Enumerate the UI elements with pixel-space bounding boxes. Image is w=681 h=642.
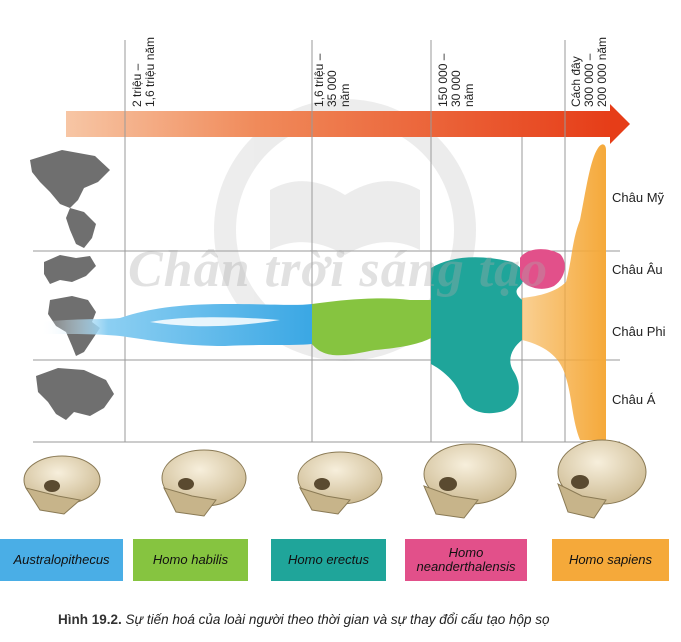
band-homo-habilis [312,298,431,356]
caption-text: Sự tiến hoá của loài người theo thời gia… [125,612,550,627]
species-homo-erectus: Homo erectus [271,539,386,581]
species-homo-habilis: Homo habilis [133,539,248,581]
map-europe-icon [44,255,96,284]
map-asia-icon [36,368,114,420]
band-homo-sapiens [522,144,606,440]
species-homo-neanderthalensis: Homo neanderthalensis [405,539,527,581]
region-label-americas: Châu Mỹ [612,190,665,205]
timeline-arrow [66,104,630,144]
map-americas-icon [30,150,110,248]
period-label-3: 150 000 – 30 000 năm [436,53,476,107]
species-australopithecus: Australopithecus [0,539,123,581]
watermark-text: Chân trời sáng tạo [128,241,549,298]
caption-number: Hình 19.2. [58,612,122,627]
skull-homo-neanderthalensis-icon [423,443,517,519]
region-label-europe: Châu Âu [612,262,663,277]
grid [33,40,620,443]
figure-caption: Hình 19.2. Sự tiến hoá của loài người th… [58,612,550,627]
skull-australopithecus-icon [23,455,101,515]
region-label-africa: Châu Phi [612,324,666,339]
skull-homo-sapiens-icon [557,439,647,519]
band-homo-erectus [431,257,525,414]
period-label-2: 1,6 triệu – 35 000 năm [312,53,352,107]
skull-homo-habilis-icon [161,449,247,517]
skull-homo-erectus-icon [297,451,383,515]
region-label-asia: Châu Á [612,392,656,407]
period-label-4: Cách đây 300 000 – 200 000 năm [569,36,609,107]
band-homo-neanderthalensis [520,249,565,289]
band-australopithecus [40,304,312,346]
species-homo-sapiens: Homo sapiens [552,539,669,581]
period-label-1: 2 triệu – 1,6 triệu năm [130,36,157,107]
